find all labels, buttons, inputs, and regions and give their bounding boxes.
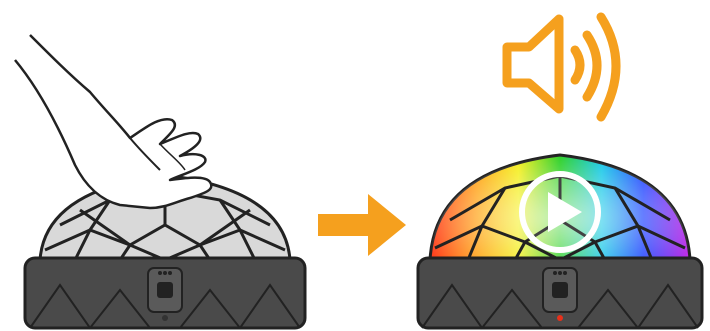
speaker-sound-icon (495, 5, 630, 130)
dome-speaker-on-icon (410, 140, 710, 331)
device-after (410, 140, 710, 331)
play-icon (522, 174, 598, 250)
hand-icon (0, 30, 230, 220)
arrow-right-icon (318, 190, 408, 260)
